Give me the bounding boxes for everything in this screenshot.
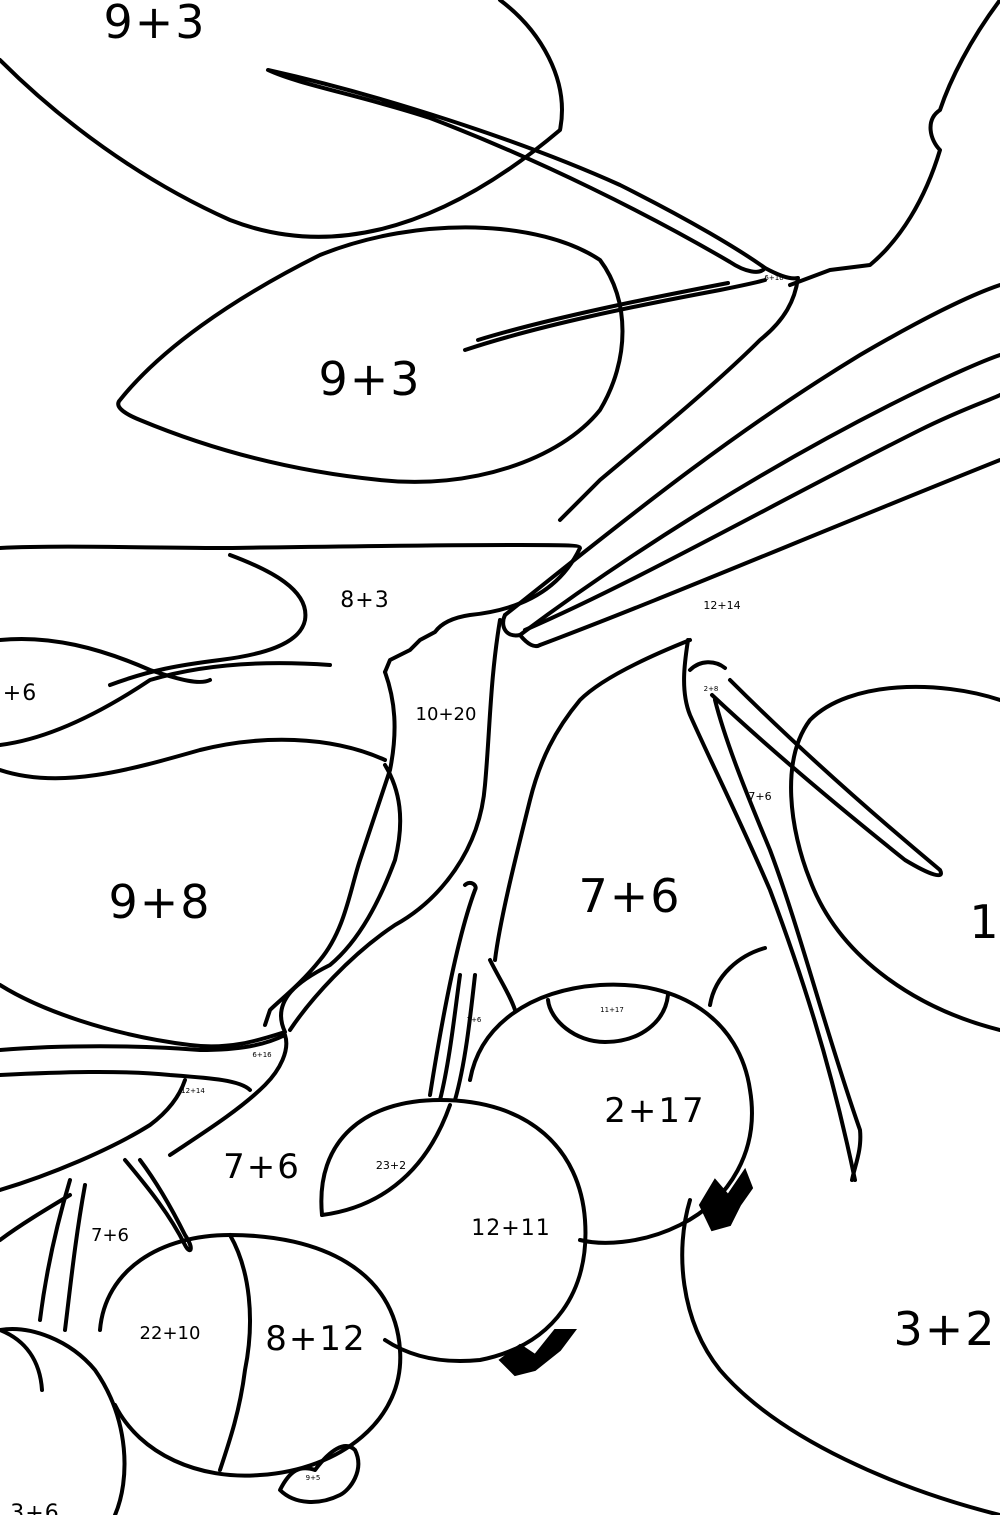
label-stem-7-6-right: 7+6 xyxy=(748,790,771,803)
leaf-9-8-outline xyxy=(0,763,403,1049)
berry-outline xyxy=(789,684,1000,1032)
berry-outline xyxy=(0,1328,44,1392)
left-leaf-outline xyxy=(0,661,332,747)
label-stem-7-6-small: 7+6 xyxy=(467,1016,482,1024)
berry-cap-outline xyxy=(218,1233,252,1472)
berry-calyx xyxy=(498,1329,577,1377)
stem-outline xyxy=(493,638,692,962)
label-bg-7-6-mid: 7+6 xyxy=(223,1147,301,1187)
label-tiny-6-16: 6+16 xyxy=(764,274,784,282)
twig-outline xyxy=(518,633,542,649)
berry-cap-outline xyxy=(320,1103,452,1217)
leaf-8-3-inner xyxy=(108,553,308,687)
branch-outline xyxy=(0,1033,289,1157)
leaf-vein xyxy=(463,278,767,352)
berry-outline xyxy=(708,946,767,1007)
berry-stem xyxy=(38,1178,72,1322)
left-leaf-outline xyxy=(0,636,212,684)
twig-outline xyxy=(523,393,1000,632)
berry-calyx xyxy=(278,1444,361,1504)
berry-outline xyxy=(680,1198,1000,1515)
branch-joint xyxy=(558,266,800,522)
leaf-8-3-outline xyxy=(0,543,582,674)
berry-stem xyxy=(123,1158,193,1253)
label-tiny-9-5: 9+5 xyxy=(306,1474,321,1482)
label-berry-12-11: 12+11 xyxy=(471,1216,550,1241)
berry-calyx xyxy=(698,1167,754,1232)
label-tiny-2-8: 2+8 xyxy=(704,685,719,693)
berry-cap-outline xyxy=(546,993,670,1044)
twig-outline xyxy=(501,613,522,638)
label-berry-2-17: 2+17 xyxy=(604,1091,705,1131)
left-leaf-outline xyxy=(0,737,387,781)
label-left-edge-6: +6 xyxy=(3,681,37,706)
twig-outline xyxy=(713,698,863,1182)
stem-outline xyxy=(288,618,502,1032)
berry-stem xyxy=(438,973,462,1102)
leaf-vein xyxy=(266,68,767,274)
branch-outline xyxy=(0,1069,252,1092)
upper-leaf-outline xyxy=(116,225,625,484)
berry-stem xyxy=(453,973,477,1102)
label-berry-22-10: 22+10 xyxy=(140,1323,201,1344)
label-berry-23-2: 23+2 xyxy=(376,1159,406,1172)
top-leaf-outline xyxy=(0,0,564,239)
label-leaf-9-8: 9+8 xyxy=(108,875,211,929)
label-bottom-left-3-6: 3+6 xyxy=(10,1501,59,1515)
twig-outline xyxy=(682,638,857,1182)
label-leaf-8-3: 8+3 xyxy=(340,588,389,613)
berry-outline xyxy=(319,1098,588,1363)
label-bg-7-6-large: 7+6 xyxy=(578,869,681,923)
branch-outline xyxy=(0,1193,72,1242)
twig-outline xyxy=(688,660,727,672)
twig-outline xyxy=(710,678,943,878)
label-berry-8-12: 8+12 xyxy=(265,1319,366,1359)
branch-outline xyxy=(0,1078,187,1192)
berry-stem xyxy=(63,1183,87,1332)
twig-outline xyxy=(503,283,1000,617)
label-tiny-12-14-left: 12+14 xyxy=(181,1087,205,1095)
berry-outline xyxy=(98,1233,403,1478)
serrated-leaf-outline xyxy=(263,670,397,1027)
twig-outline xyxy=(538,458,1000,647)
berry-stem xyxy=(428,880,478,1097)
berry-outline xyxy=(0,1327,127,1515)
berry-outline xyxy=(468,982,754,1245)
berry-stem xyxy=(488,958,517,1012)
label-stem-10-20: 10+20 xyxy=(416,704,477,725)
leaf-vein xyxy=(476,281,730,342)
label-stem-7-6-left: 7+6 xyxy=(91,1225,129,1246)
label-berry-top-11-17: 11+17 xyxy=(600,1006,624,1014)
label-upper-leaf: 9+3 xyxy=(318,352,421,406)
right-top-leaf-outline xyxy=(788,0,1000,287)
twig-outline xyxy=(518,353,1000,637)
label-right-edge-1: 1 xyxy=(969,895,1000,949)
label-tiny-6-16-left: 6+16 xyxy=(252,1051,272,1059)
label-top-leaf: 9+3 xyxy=(103,0,206,49)
label-right-edge-3-2: 3+2 xyxy=(893,1302,996,1356)
label-tiny-12-14-top: 12+14 xyxy=(703,599,740,612)
